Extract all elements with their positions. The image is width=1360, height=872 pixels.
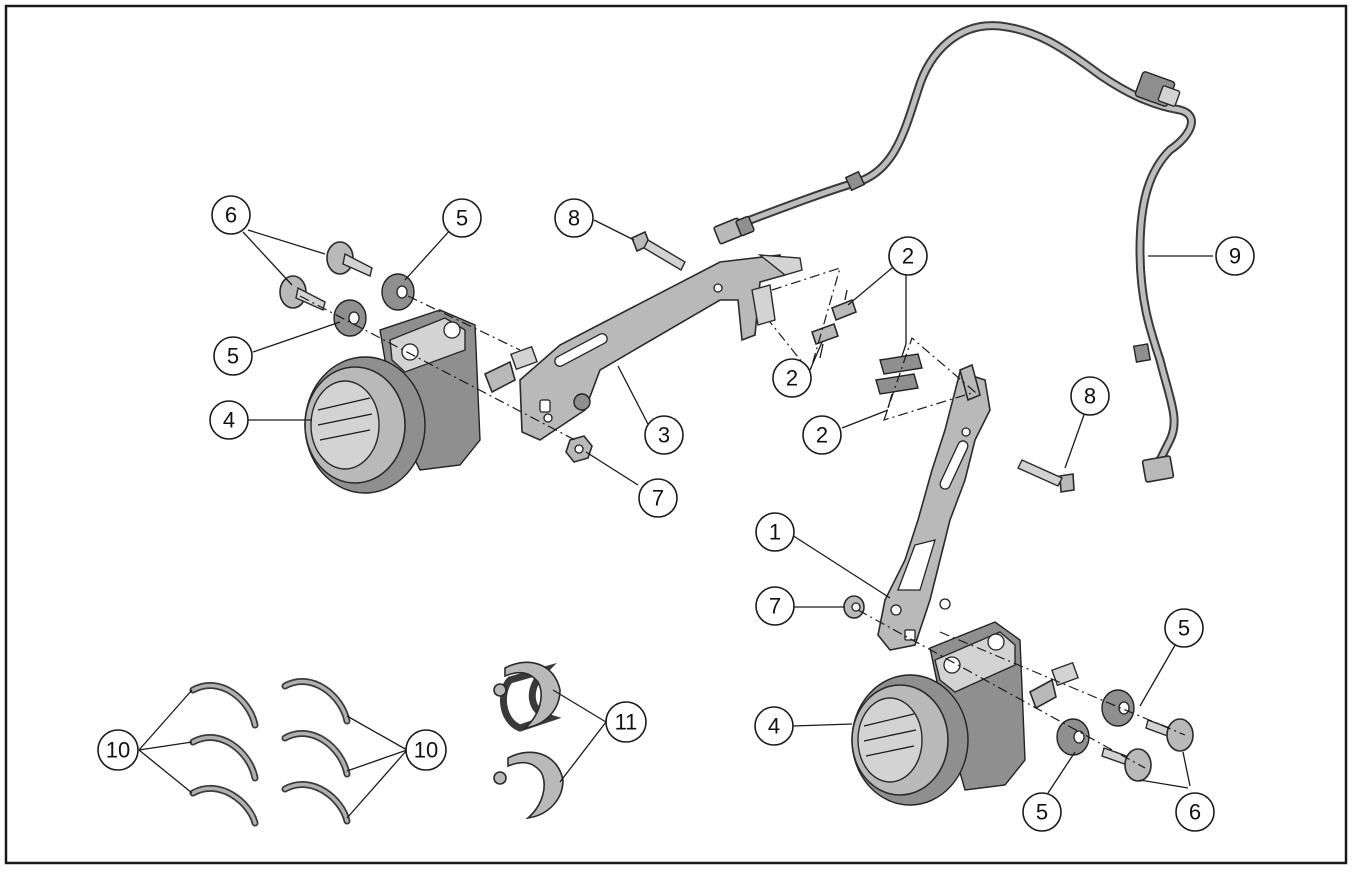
callout-5-mid-left: 5 — [213, 336, 253, 376]
callout-8-right: 8 — [1070, 376, 1110, 416]
callout-label: 5 — [1178, 616, 1190, 641]
callout-label: 2 — [816, 423, 828, 448]
callout-5-bottom: 5 — [1022, 792, 1062, 832]
clips-11 — [493, 661, 564, 820]
callout-8-upper: 8 — [554, 198, 594, 238]
callout-6-lower: 6 — [1175, 792, 1215, 832]
callout-label: 7 — [652, 486, 664, 511]
callout-11: 11 — [605, 701, 647, 743]
callout-5-top-left: 5 — [442, 198, 482, 238]
lower-bracket — [877, 363, 991, 651]
callout-1: 1 — [755, 512, 795, 552]
callout-6-upper: 6 — [211, 195, 251, 235]
callout-label: 8 — [1084, 384, 1096, 409]
assembly-centerlines — [299, 267, 1186, 769]
callout-label: 9 — [1229, 244, 1241, 269]
callout-10-right: 10 — [405, 729, 447, 771]
callout-label: 2 — [786, 366, 798, 391]
callout-label: 5 — [227, 344, 239, 369]
callout-label: 4 — [768, 714, 780, 739]
callout-9: 9 — [1215, 236, 1255, 276]
fog-lamp-lower — [851, 621, 1079, 806]
callout-label: 10 — [106, 738, 130, 763]
fastener-clips — [810, 289, 923, 409]
callout-label: 5 — [1036, 800, 1048, 825]
callout-10-left: 10 — [97, 729, 139, 771]
callout-label: 6 — [225, 203, 237, 228]
callout-label: 10 — [414, 738, 438, 763]
callout-7-lower: 7 — [755, 586, 795, 626]
callout-label: 4 — [223, 408, 235, 433]
callout-2-top: 2 — [888, 236, 928, 276]
callout-label: 8 — [568, 206, 580, 231]
callout-2-middle: 2 — [772, 358, 812, 398]
callout-5-right: 5 — [1164, 608, 1204, 648]
callout-label: 3 — [658, 423, 670, 448]
callout-7-upper: 7 — [638, 478, 678, 518]
hardware-upper-left — [279, 241, 415, 337]
wiring-harness — [713, 21, 1196, 483]
bolts — [630, 230, 1075, 493]
nuts — [565, 435, 865, 619]
callout-label: 2 — [902, 244, 914, 269]
callout-label: 1 — [769, 520, 781, 545]
callout-label: 11 — [615, 710, 638, 735]
clips-10 — [189, 677, 351, 827]
callout-label: 6 — [1189, 800, 1201, 825]
callout-label: 7 — [769, 594, 781, 619]
callout-4-lower: 4 — [754, 706, 794, 746]
callout-label: 5 — [456, 206, 468, 231]
hardware-lower-right — [1056, 689, 1194, 782]
callout-2-bottom: 2 — [802, 415, 842, 455]
leader-lines — [138, 219, 1213, 819]
callout-4-upper: 4 — [209, 400, 249, 440]
callout-3: 3 — [644, 415, 684, 455]
